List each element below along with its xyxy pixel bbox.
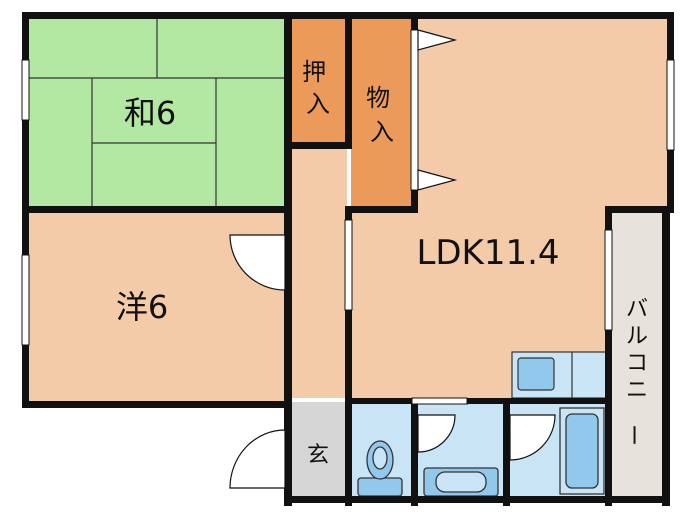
room-label-monoire: 物 入: [366, 84, 398, 146]
oshiire-char-2: 入: [306, 90, 330, 118]
monoire-door-top-icon: [417, 29, 458, 51]
room-label-ldk: LDK11.4: [416, 233, 559, 273]
balcony-floor: [612, 212, 664, 498]
monoire-door-bottom-icon: [417, 169, 458, 191]
kitchen-sink: [517, 357, 555, 391]
toilet-door-icon: [417, 414, 456, 453]
monoire-floor: [351, 18, 413, 208]
windows: [21, 29, 675, 405]
balcony-char: ル: [626, 324, 648, 349]
monoire-char-1: 物: [366, 84, 390, 112]
room-label-genkan: 玄: [307, 443, 329, 468]
balcony-char: ー: [620, 424, 645, 446]
oshiire-char-1: 押: [302, 58, 326, 86]
room-label-oshiire: 押 入: [302, 58, 334, 118]
hallway-floor: [291, 148, 347, 398]
balcony-char: ニ: [626, 378, 648, 403]
balcony-char: バ: [626, 297, 648, 322]
youshitsu-door-icon: [229, 234, 286, 291]
washbasin-icon: [423, 467, 499, 497]
room-label-washitsu: 和6: [124, 94, 176, 132]
monoire-char-2: 入: [370, 118, 394, 146]
room-label-balcony: バルコニー: [620, 297, 648, 446]
room-label-youshitsu: 洋6: [116, 288, 168, 326]
ldk-floor: [351, 18, 668, 398]
oshiire-floor: [291, 18, 345, 144]
genkan-floor: [291, 402, 347, 498]
bath-door-icon: [509, 414, 556, 461]
balcony-char: コ: [626, 351, 648, 376]
doors: [229, 29, 556, 489]
tatami-lines: [28, 18, 286, 208]
bathtub-icon: [559, 407, 605, 495]
entrance-door-icon: [229, 429, 286, 489]
